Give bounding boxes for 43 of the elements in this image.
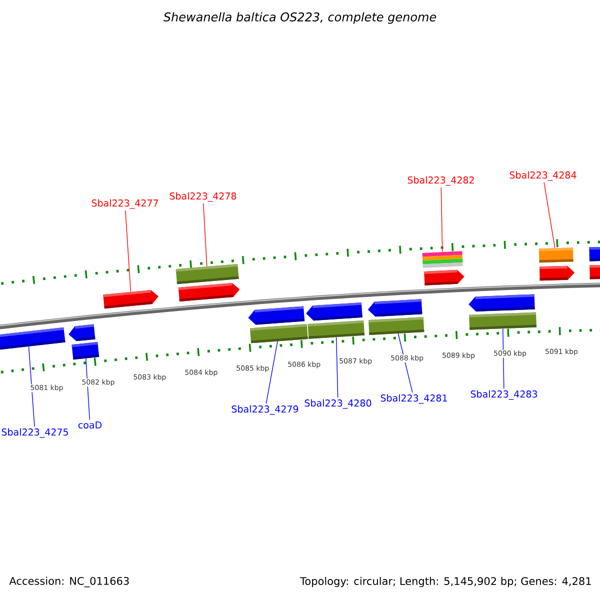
gene-label: Sbal223_4284 bbox=[510, 171, 576, 181]
leader-line bbox=[266, 341, 278, 404]
gene-block bbox=[590, 264, 600, 280]
gene-block bbox=[178, 283, 240, 302]
gene-block bbox=[68, 324, 96, 342]
gene-bar bbox=[250, 324, 308, 344]
leader-line bbox=[544, 182, 556, 248]
gene-label: Sbal223_4280 bbox=[304, 399, 372, 409]
gene-block bbox=[468, 294, 535, 312]
leader-line bbox=[203, 203, 208, 267]
gene-label: Sbal223_4275 bbox=[2, 428, 68, 438]
gene-label: coaD bbox=[78, 421, 102, 429]
gene-label: Sbal223_4277 bbox=[92, 199, 158, 209]
gene-label: Sbal223_4279 bbox=[232, 405, 298, 415]
gene-block bbox=[248, 306, 305, 325]
gene-label: Sbal223_4281 bbox=[380, 394, 447, 404]
gene-block bbox=[368, 299, 422, 317]
gene-bar bbox=[538, 248, 574, 263]
striped-gene-bar bbox=[422, 251, 463, 268]
accession-text: Accession: NC_011663 bbox=[9, 576, 129, 588]
gene-bar bbox=[308, 320, 365, 339]
leader-line bbox=[125, 210, 132, 292]
gene-bar bbox=[368, 317, 424, 336]
gene-label: Sbal223_4283 bbox=[470, 390, 538, 400]
gene-block bbox=[539, 266, 575, 281]
leader-line bbox=[502, 328, 504, 389]
gene-bar bbox=[469, 312, 537, 330]
gene-bar bbox=[589, 246, 600, 262]
gene-bar bbox=[176, 264, 239, 284]
gene-block bbox=[0, 327, 66, 350]
title: Shewanella baltica OS223, complete genome bbox=[163, 12, 436, 24]
leader-line bbox=[336, 336, 338, 398]
gene-block bbox=[306, 302, 362, 321]
gene-block bbox=[103, 290, 159, 309]
genome-info-text: Topology: circular; Length: 5,145,902 bp; Genes: 4,281 bbox=[300, 576, 591, 588]
gene-label: Sbal223_4282 bbox=[408, 176, 474, 186]
gene-label: Sbal223_4278 bbox=[170, 192, 236, 202]
leader-line bbox=[440, 187, 443, 252]
leader-line bbox=[28, 346, 35, 427]
gene-bar bbox=[72, 342, 100, 360]
leader-line bbox=[398, 333, 413, 393]
leader-line bbox=[86, 358, 90, 420]
gene-block bbox=[424, 270, 464, 286]
